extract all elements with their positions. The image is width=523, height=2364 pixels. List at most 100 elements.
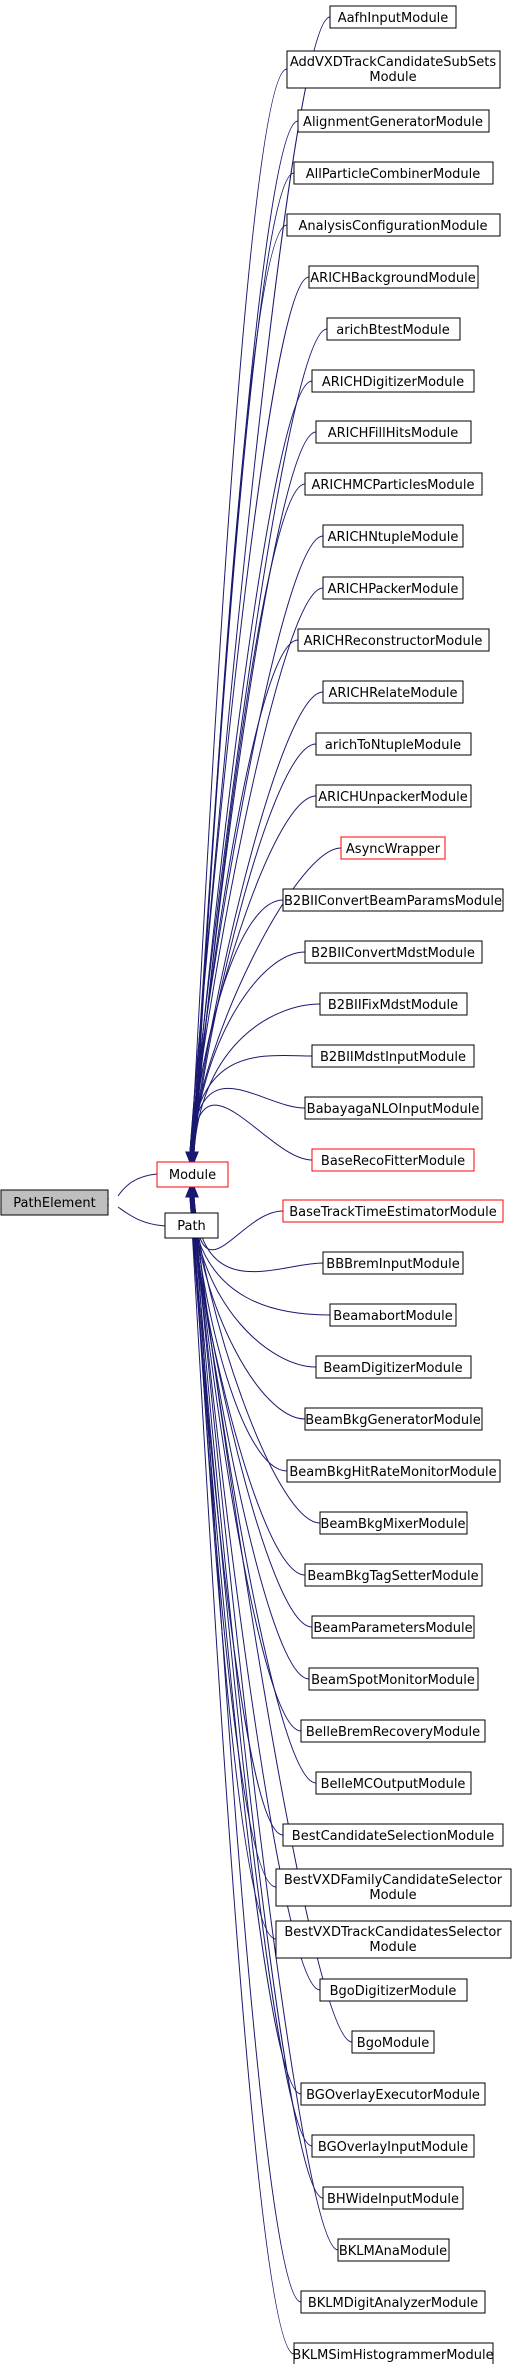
node-bbbreminputmodule[interactable]: BBBremInputModule [322, 1251, 464, 1275]
node-aafhinputmodule[interactable]: AafhInputModule [329, 5, 457, 29]
node-box [329, 5, 457, 29]
node-arichbackgroundmodule[interactable]: ARICHBackgroundModule [308, 265, 479, 289]
node-b2biifixmdstmodule[interactable]: B2BIIFixMdstModule [319, 992, 468, 1016]
edge-module-to-path-element [117, 1173, 158, 1197]
node-bellemcoutputmodule[interactable]: BelleMCOutputModule [315, 1771, 472, 1795]
node-arichntuplemodule[interactable]: ARICHNtupleModule [322, 524, 464, 548]
node-bklmanamodule[interactable]: BKLMAnaModule [337, 2238, 450, 2262]
node-label: BeamBkgGeneratorModule [305, 1413, 481, 1428]
node-label: BKLMSimHistogrammerModule [292, 2348, 493, 2363]
node-beambkgmixermodule[interactable]: BeamBkgMixerModule [319, 1511, 468, 1535]
edge-baserecofittermodule [191, 1104, 313, 1161]
edge-allparticlecombinermodule [192, 172, 295, 1153]
node-bklmdigitanalyzermodule[interactable]: BKLMDigitAnalyzerModule [300, 2290, 486, 2314]
node-label: BestVXDFamilyCandidateSelector [284, 1873, 503, 1888]
node-box [322, 1251, 464, 1275]
node-box [311, 1148, 475, 1172]
node-basetracktimeestimatormodule[interactable]: BaseTrackTimeEstimatorModule [282, 1199, 504, 1223]
node-path-element-box [0, 1189, 109, 1216]
node-box [308, 265, 479, 289]
node-baserecofittermodule[interactable]: BaseRecoFitterModule [311, 1148, 475, 1172]
node-beamabortmodule[interactable]: BeamabortModule [329, 1303, 457, 1327]
node-bgoverlayinputmodule[interactable]: BGOverlayInputModule [311, 2134, 475, 2158]
node-box [315, 1771, 472, 1795]
node-path-label: Path [177, 1219, 206, 1234]
node-label: ARICHPackerModule [328, 582, 459, 597]
node-beamspotmonitormodule[interactable]: BeamSpotMonitorModule [308, 1667, 479, 1691]
node-module[interactable]: Module [156, 1161, 229, 1188]
node-beambkggeneratormodule[interactable]: BeamBkgGeneratorModule [304, 1407, 483, 1431]
node-label: BeamDigitizerModule [323, 1361, 462, 1376]
node-label: BestCandidateSelectionModule [292, 1829, 494, 1844]
node-arichpackermodule[interactable]: ARICHPackerModule [322, 576, 464, 600]
node-babayaganloinputmodule[interactable]: BabayagaNLOInputModule [304, 1096, 483, 1120]
node-label: B2BIIMdstInputModule [320, 1050, 466, 1065]
node-arichdigitizermodule[interactable]: ARICHDigitizerModule [311, 369, 475, 393]
node-b2biimdstinputmodule[interactable]: B2BIIMdstInputModule [311, 1044, 475, 1068]
arrowhead-bklmsimhistogrammermodule [185, 1185, 195, 1198]
node-arichtontuplemodule[interactable]: arichToNtupleModule [315, 732, 472, 756]
node-label: BestVXDTrackCandidatesSelector [284, 1925, 502, 1940]
node-beambkghitratemonitormodule[interactable]: BeamBkgHitRateMonitorModule [286, 1459, 501, 1483]
node-box [286, 1459, 501, 1483]
node-box [304, 1563, 483, 1587]
node-box [322, 680, 464, 704]
node-path[interactable]: Path [164, 1212, 219, 1239]
node-label: AlignmentGeneratorModule [303, 115, 483, 130]
node-arichbtestmodule[interactable]: arichBtestModule [326, 317, 461, 341]
edge-beambkgtagsettermodule [189, 1196, 306, 1576]
node-arichmcparticlesmodule[interactable]: ARICHMCParticlesModule [304, 472, 483, 496]
node-box [293, 2342, 494, 2364]
node-asyncwrapper[interactable]: AsyncWrapper [340, 836, 446, 860]
node-bellebremrecoverymodule[interactable]: BelleBremRecoveryModule [300, 1719, 486, 1743]
node-box [319, 992, 468, 1016]
node-bestcandidateselectionmodule[interactable]: BestCandidateSelectionModule [282, 1823, 504, 1847]
node-path-element[interactable]: PathElement [0, 1189, 109, 1216]
node-box [322, 576, 464, 600]
node-b2biiconvertbeamparamsmodule[interactable]: B2BIIConvertBeamParamsModule [282, 888, 504, 912]
node-arichunpackermodule[interactable]: ARICHUnpackerModule [315, 784, 472, 808]
node-bgomodule[interactable]: BgoModule [351, 2030, 435, 2054]
node-label: BeamSpotMonitorModule [311, 1673, 475, 1688]
edge-arichrelatemodule [192, 691, 324, 1153]
edge-arichntuplemodule [189, 535, 324, 1153]
node-beamparametersmodule[interactable]: BeamParametersModule [311, 1615, 475, 1639]
node-path-element-label: PathElement [13, 1196, 95, 1211]
node-bhwideinputmodule[interactable]: BHWideInputModule [322, 2186, 464, 2210]
edge-bklmsimhistogrammermodule [189, 1196, 295, 2355]
node-alignmentgeneratormodule[interactable]: AlignmentGeneratorModule [297, 109, 490, 133]
inheritance-edges [96, 16, 353, 2355]
node-bklmsimhistogrammermodule[interactable]: BKLMSimHistogrammerModule [292, 2342, 494, 2364]
node-label: ARICHNtupleModule [328, 530, 459, 545]
node-label: ARICHReconstructorModule [304, 634, 483, 649]
node-label: BeamabortModule [333, 1309, 452, 1324]
node-box [282, 1199, 504, 1223]
edge-arichbackgroundmodule [189, 276, 310, 1153]
edge-b2biiconvertmdstmodule [192, 951, 306, 1153]
node-arichrelatemodule[interactable]: ARICHRelateModule [322, 680, 464, 704]
node-label: BaseRecoFitterModule [321, 1154, 465, 1169]
node-label: ARICHRelateModule [328, 686, 457, 701]
node-arichfillhitsmodule[interactable]: ARICHFillHitsModule [315, 420, 472, 444]
node-box [322, 2186, 464, 2210]
node-label: BelleMCOutputModule [321, 1777, 466, 1792]
node-box [275, 1920, 512, 1959]
node-label: B2BIIConvertMdstModule [311, 946, 475, 961]
node-beamdigitizermodule[interactable]: BeamDigitizerModule [315, 1355, 472, 1379]
edge-addvxdtrackcandidatesubsetsmodule [190, 68, 288, 1153]
node-box [293, 161, 494, 185]
node-box [304, 1096, 483, 1120]
node-bgodigitizermodule[interactable]: BgoDigitizerModule [319, 1978, 468, 2002]
node-arichreconstructormodule[interactable]: ARICHReconstructorModule [297, 628, 490, 652]
node-allparticlecombinermodule[interactable]: AllParticleCombinerModule [293, 161, 494, 185]
node-label: ARICHMCParticlesModule [312, 478, 475, 493]
node-bgoverlayexecutormodule[interactable]: BGOverlayExecutorModule [300, 2082, 486, 2106]
node-beambkgtagsettermodule[interactable]: BeamBkgTagSetterModule [304, 1563, 483, 1587]
node-analysisconfigurationmodule[interactable]: AnalysisConfigurationModule [286, 213, 501, 237]
node-label: BKLMDigitAnalyzerModule [308, 2296, 478, 2311]
node-b2biiconvertmdstmodule[interactable]: B2BIIConvertMdstModule [304, 940, 483, 964]
arrowhead-baserecofittermodule [187, 1151, 197, 1164]
